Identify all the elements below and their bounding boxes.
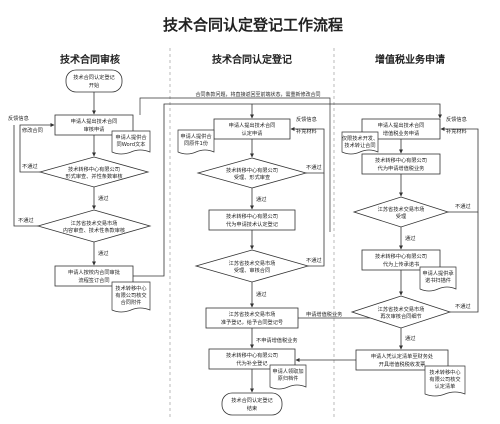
flow-column-registration: 申请人提出技术合同 认定申请 申请人提供合 同原件1份 技术转移中心有限公司 受… xyxy=(177,115,399,416)
supplement-label: 补充材料 xyxy=(296,127,317,135)
reg-apply-box-line2: 认定申请 xyxy=(242,129,263,137)
doc-note: 申请人提供合 xyxy=(115,133,147,141)
supplement-label: 补充材料 xyxy=(446,127,467,135)
reg-apply-note: 申请人提供合 xyxy=(180,132,212,140)
reg-deliver-box: 技术转移中心有限公司 xyxy=(226,351,278,359)
fail-label: 不通过 xyxy=(306,256,322,264)
reg-market-decision-line2: 受理、审核合同 xyxy=(234,266,270,274)
review2-decision: 江苏省技术交易市场 xyxy=(71,219,118,227)
vat-market1-decision: 江苏省技术交易市场 xyxy=(378,205,425,213)
fail-label: 不通过 xyxy=(306,163,322,171)
reg-register-box-line2: 准予登记，给予合同登记号 xyxy=(221,318,283,326)
vat-result-box-line2: 开具增值税税收发票 xyxy=(379,360,426,368)
sign-contract-box-line2: 流程签订合同 xyxy=(78,276,109,284)
fail-label: 不通过 xyxy=(18,216,34,224)
reg-apply-note-line2: 同原件1份 xyxy=(184,139,209,147)
vat-apply-box-line2: 增值税业务申请 xyxy=(383,129,419,137)
reg-deliver-box-line2: 代为补全登记 xyxy=(236,359,267,367)
deliver-note: 申请人领取加 xyxy=(272,367,303,375)
flow-column-audit: 技术合同认定登记 开始 申请人提出技术合同 审核申请 申请人提供合 同Word文… xyxy=(8,69,442,313)
vat-result-note-line2: 有限公司核交 xyxy=(429,375,460,383)
pass-label: 通过 xyxy=(256,290,266,298)
feedback-label: 反馈信息 xyxy=(8,114,29,122)
pass-label: 通过 xyxy=(405,334,415,342)
start-node: 技术合同认定登记 xyxy=(73,73,115,81)
modify-label: 修改合同 xyxy=(22,126,43,134)
page-title: 技术合同认定登记工作流程 xyxy=(163,16,343,34)
top-return-note: 合同条款问题，将直接返回至前端状态，需重新修改合同 xyxy=(195,91,320,98)
archive-note: 技术转移中心 xyxy=(115,284,146,292)
vat-apply-note: 仅限技术开发、 xyxy=(342,134,378,142)
reg-register-box: 江苏省技术交易市场 xyxy=(229,310,276,318)
reg-apply-box: 申请人提出技术合同 xyxy=(229,121,276,129)
vat-submit-note: 申请人提供承 xyxy=(422,269,454,277)
vat-result-note: 技术转移中心 xyxy=(429,368,460,376)
audit-apply-box-line2: 审核申请 xyxy=(84,125,105,133)
reg-review-decision-line2: 受理、形式审查 xyxy=(234,173,270,181)
fail-label: 不通过 xyxy=(22,162,38,170)
pass-label: 通过 xyxy=(405,234,415,242)
vat-market2-decision: 江苏省技术交易市场 xyxy=(378,305,425,313)
start-node-line2: 开始 xyxy=(89,81,100,89)
deliver-note-line2: 原归档件 xyxy=(278,374,299,382)
vat-market1-decision-line2: 受理 xyxy=(396,212,407,220)
vat-label: 申请增值税业务 xyxy=(306,310,342,318)
vat-submit-box-line2: 代为上传承诺书 xyxy=(383,260,419,268)
no-vat-label: 不申请增值税业务 xyxy=(256,336,298,344)
vat-accept-box-line2: 代为申请增值税业务 xyxy=(378,164,425,172)
reg-market-decision: 江苏省技术交易市场 xyxy=(229,259,276,267)
review1-decision-line2: 形式审查、并性条数审核 xyxy=(65,172,122,180)
vat-result-box: 申请人凭认定清单至财务处 xyxy=(371,352,433,360)
fail-label: 不通过 xyxy=(455,302,471,310)
vat-submit-box: 技术转移中心有限公司 xyxy=(375,252,427,260)
pass-label: 通过 xyxy=(256,195,266,203)
audit-apply-box: 申请人提出技术合同 xyxy=(71,117,118,125)
vat-result-note-line3: 认定清单 xyxy=(435,382,456,390)
end-node: 技术合同认定登记 xyxy=(231,396,273,404)
end-node-line2: 结束 xyxy=(247,404,257,412)
doc-note-line2: 同Word文本 xyxy=(117,140,146,148)
pass-label: 通过 xyxy=(98,249,108,257)
feedback-label: 反馈信息 xyxy=(446,115,467,123)
reg-submit-box-line2: 代为申请技术认定登记 xyxy=(226,220,278,228)
vat-accept-box: 技术转移中心有限公司 xyxy=(375,156,427,164)
fail-label: 不通过 xyxy=(455,202,471,210)
vat-apply-note-line2: 技术转让合同 xyxy=(344,141,375,149)
archive-note-line3: 合同附件 xyxy=(121,298,142,306)
review2-decision-line2: 内容审查、技术性条款审核 xyxy=(63,226,125,234)
sign-contract-box: 申请人按校内合同审批 xyxy=(68,268,120,276)
flow-column-vat: 申请人提出技术合同 增值税业务申请 仅限技术开发、 技术转让合同 技术转移中心有… xyxy=(295,115,479,397)
vat-market2-decision-line2: 再次审核合同细节 xyxy=(380,312,422,320)
reg-review-decision: 技术转移中心有限公司 xyxy=(226,166,278,174)
reg-submit-box: 技术转移中心有限公司 xyxy=(226,212,278,220)
archive-note-line2: 有限公司核交 xyxy=(115,291,146,299)
column-header-registration: 技术合同认定登记 xyxy=(212,53,292,66)
vat-submit-note-line2: 诺书扫描件 xyxy=(425,276,451,284)
vat-apply-box: 申请人提出技术合同 xyxy=(378,121,425,129)
review1-decision: 技术转移中心有限公司 xyxy=(68,165,120,173)
top-return-line xyxy=(139,97,331,232)
column-header-audit: 技术合同审核 xyxy=(60,53,120,66)
pass-label: 通过 xyxy=(98,194,108,202)
column-header-vat: 增值税业务申请 xyxy=(375,53,445,66)
feedback-label: 反馈信息 xyxy=(296,115,317,123)
